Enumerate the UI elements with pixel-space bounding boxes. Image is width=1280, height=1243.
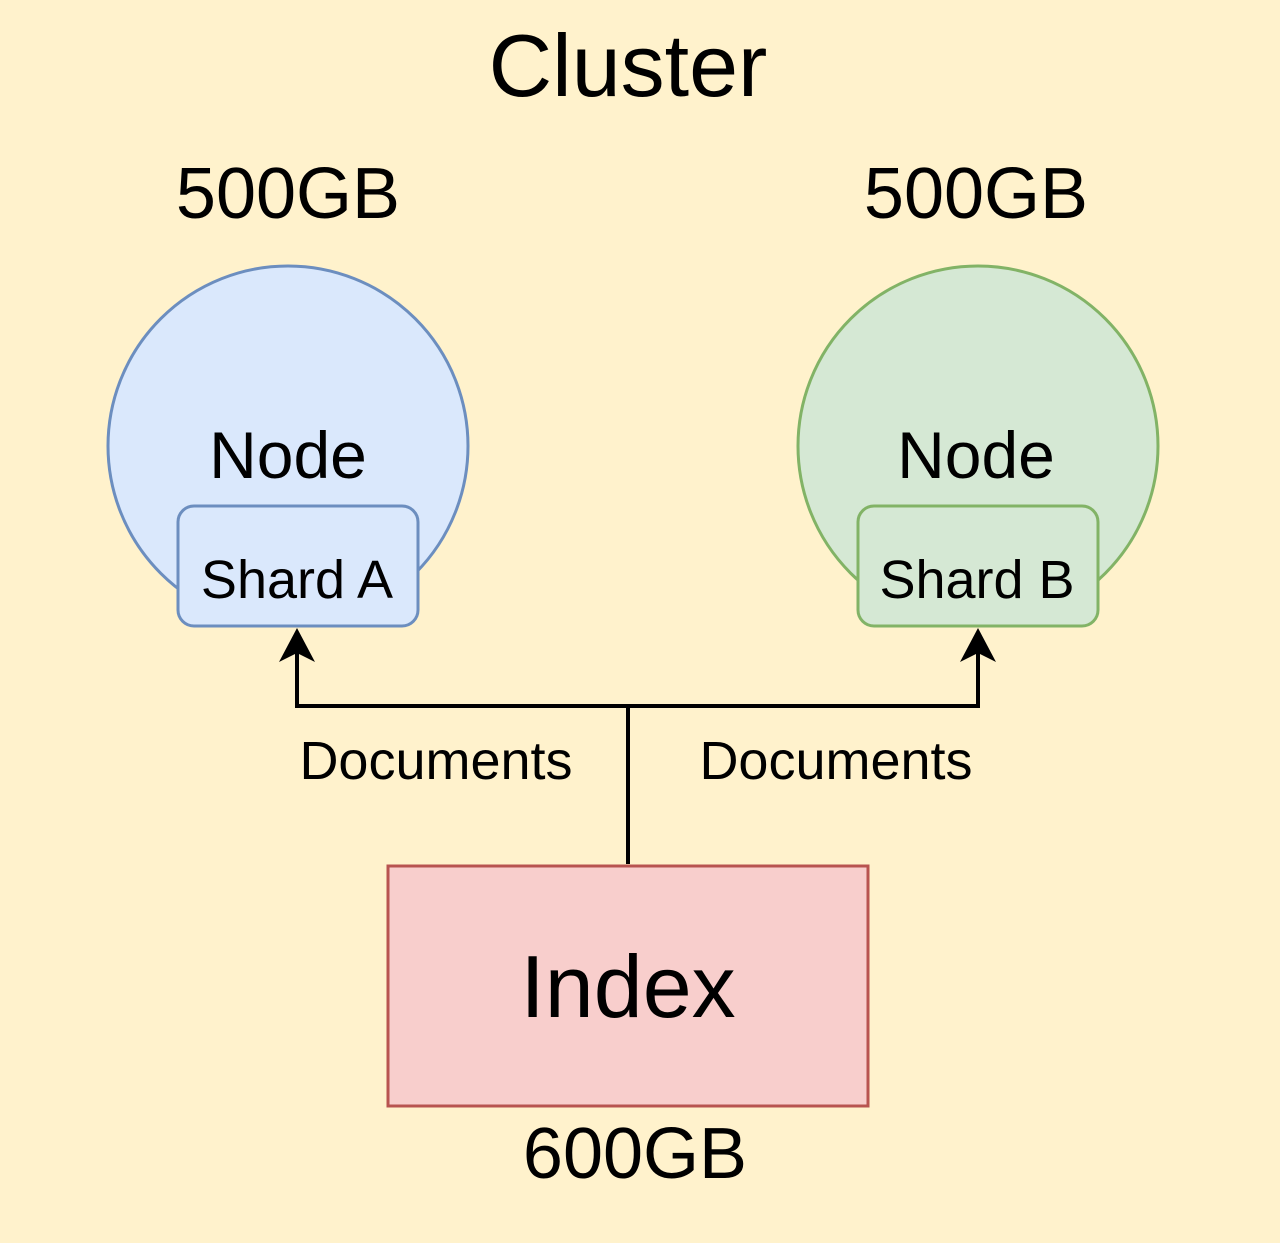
shard-b-outline — [856, 504, 1100, 628]
index-label: Index — [520, 937, 735, 1036]
edge-label-right: Documents — [699, 731, 972, 791]
cluster-title: Cluster — [489, 16, 768, 115]
node-right: 500GB Node Shard B — [796, 154, 1160, 628]
node-left: 500GB Node Shard A — [106, 154, 470, 628]
shard-a-label: Shard A — [201, 550, 393, 610]
index-box — [388, 866, 868, 1106]
node-left-capacity: 500GB — [176, 154, 400, 234]
node-right-capacity: 500GB — [864, 154, 1088, 234]
shard-b-label: Shard B — [879, 550, 1074, 610]
index-block: Index 600GB — [386, 864, 870, 1194]
node-left-label: Node — [209, 418, 367, 492]
index-outline — [386, 864, 870, 1108]
node-right-label: Node — [897, 418, 1055, 492]
arrowhead-shard-b — [960, 628, 996, 662]
arrowhead-shard-a — [279, 628, 315, 662]
shard-b-box — [858, 506, 1098, 626]
shard-a-box — [178, 506, 418, 626]
shard-a-outline — [176, 504, 420, 628]
index-size: 600GB — [523, 1114, 747, 1194]
connector-lines — [279, 628, 996, 864]
edge-label-left: Documents — [299, 731, 572, 791]
